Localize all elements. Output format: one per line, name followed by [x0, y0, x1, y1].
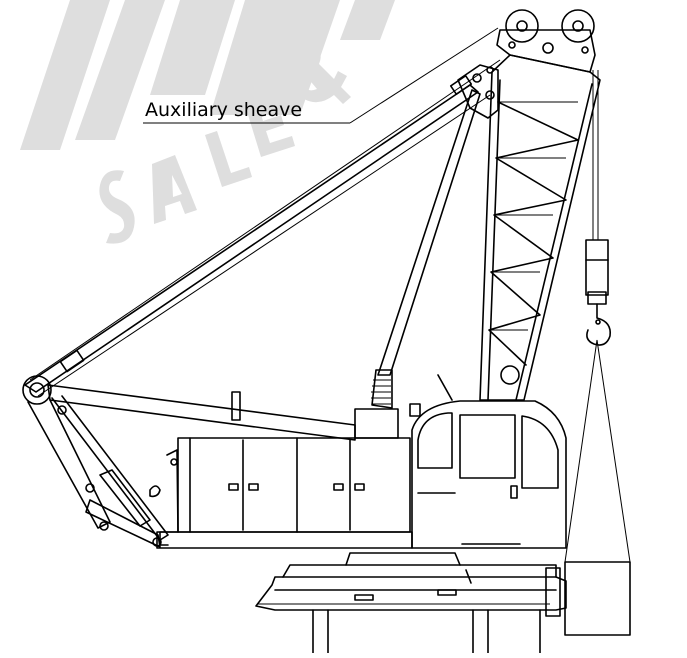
callout-label-auxiliary-sheave: Auxiliary sheave: [145, 99, 302, 121]
carrier-base: [255, 552, 567, 654]
pendant-lines: [24, 59, 501, 397]
boom-strut: [371, 64, 499, 409]
gantry: [22, 375, 356, 548]
callout: [143, 27, 499, 124]
hook-and-load: [564, 70, 631, 636]
operator-cab: [409, 374, 567, 549]
watermark: [20, 0, 395, 244]
lattice-boom: [479, 9, 601, 401]
superstructure: [149, 391, 413, 549]
